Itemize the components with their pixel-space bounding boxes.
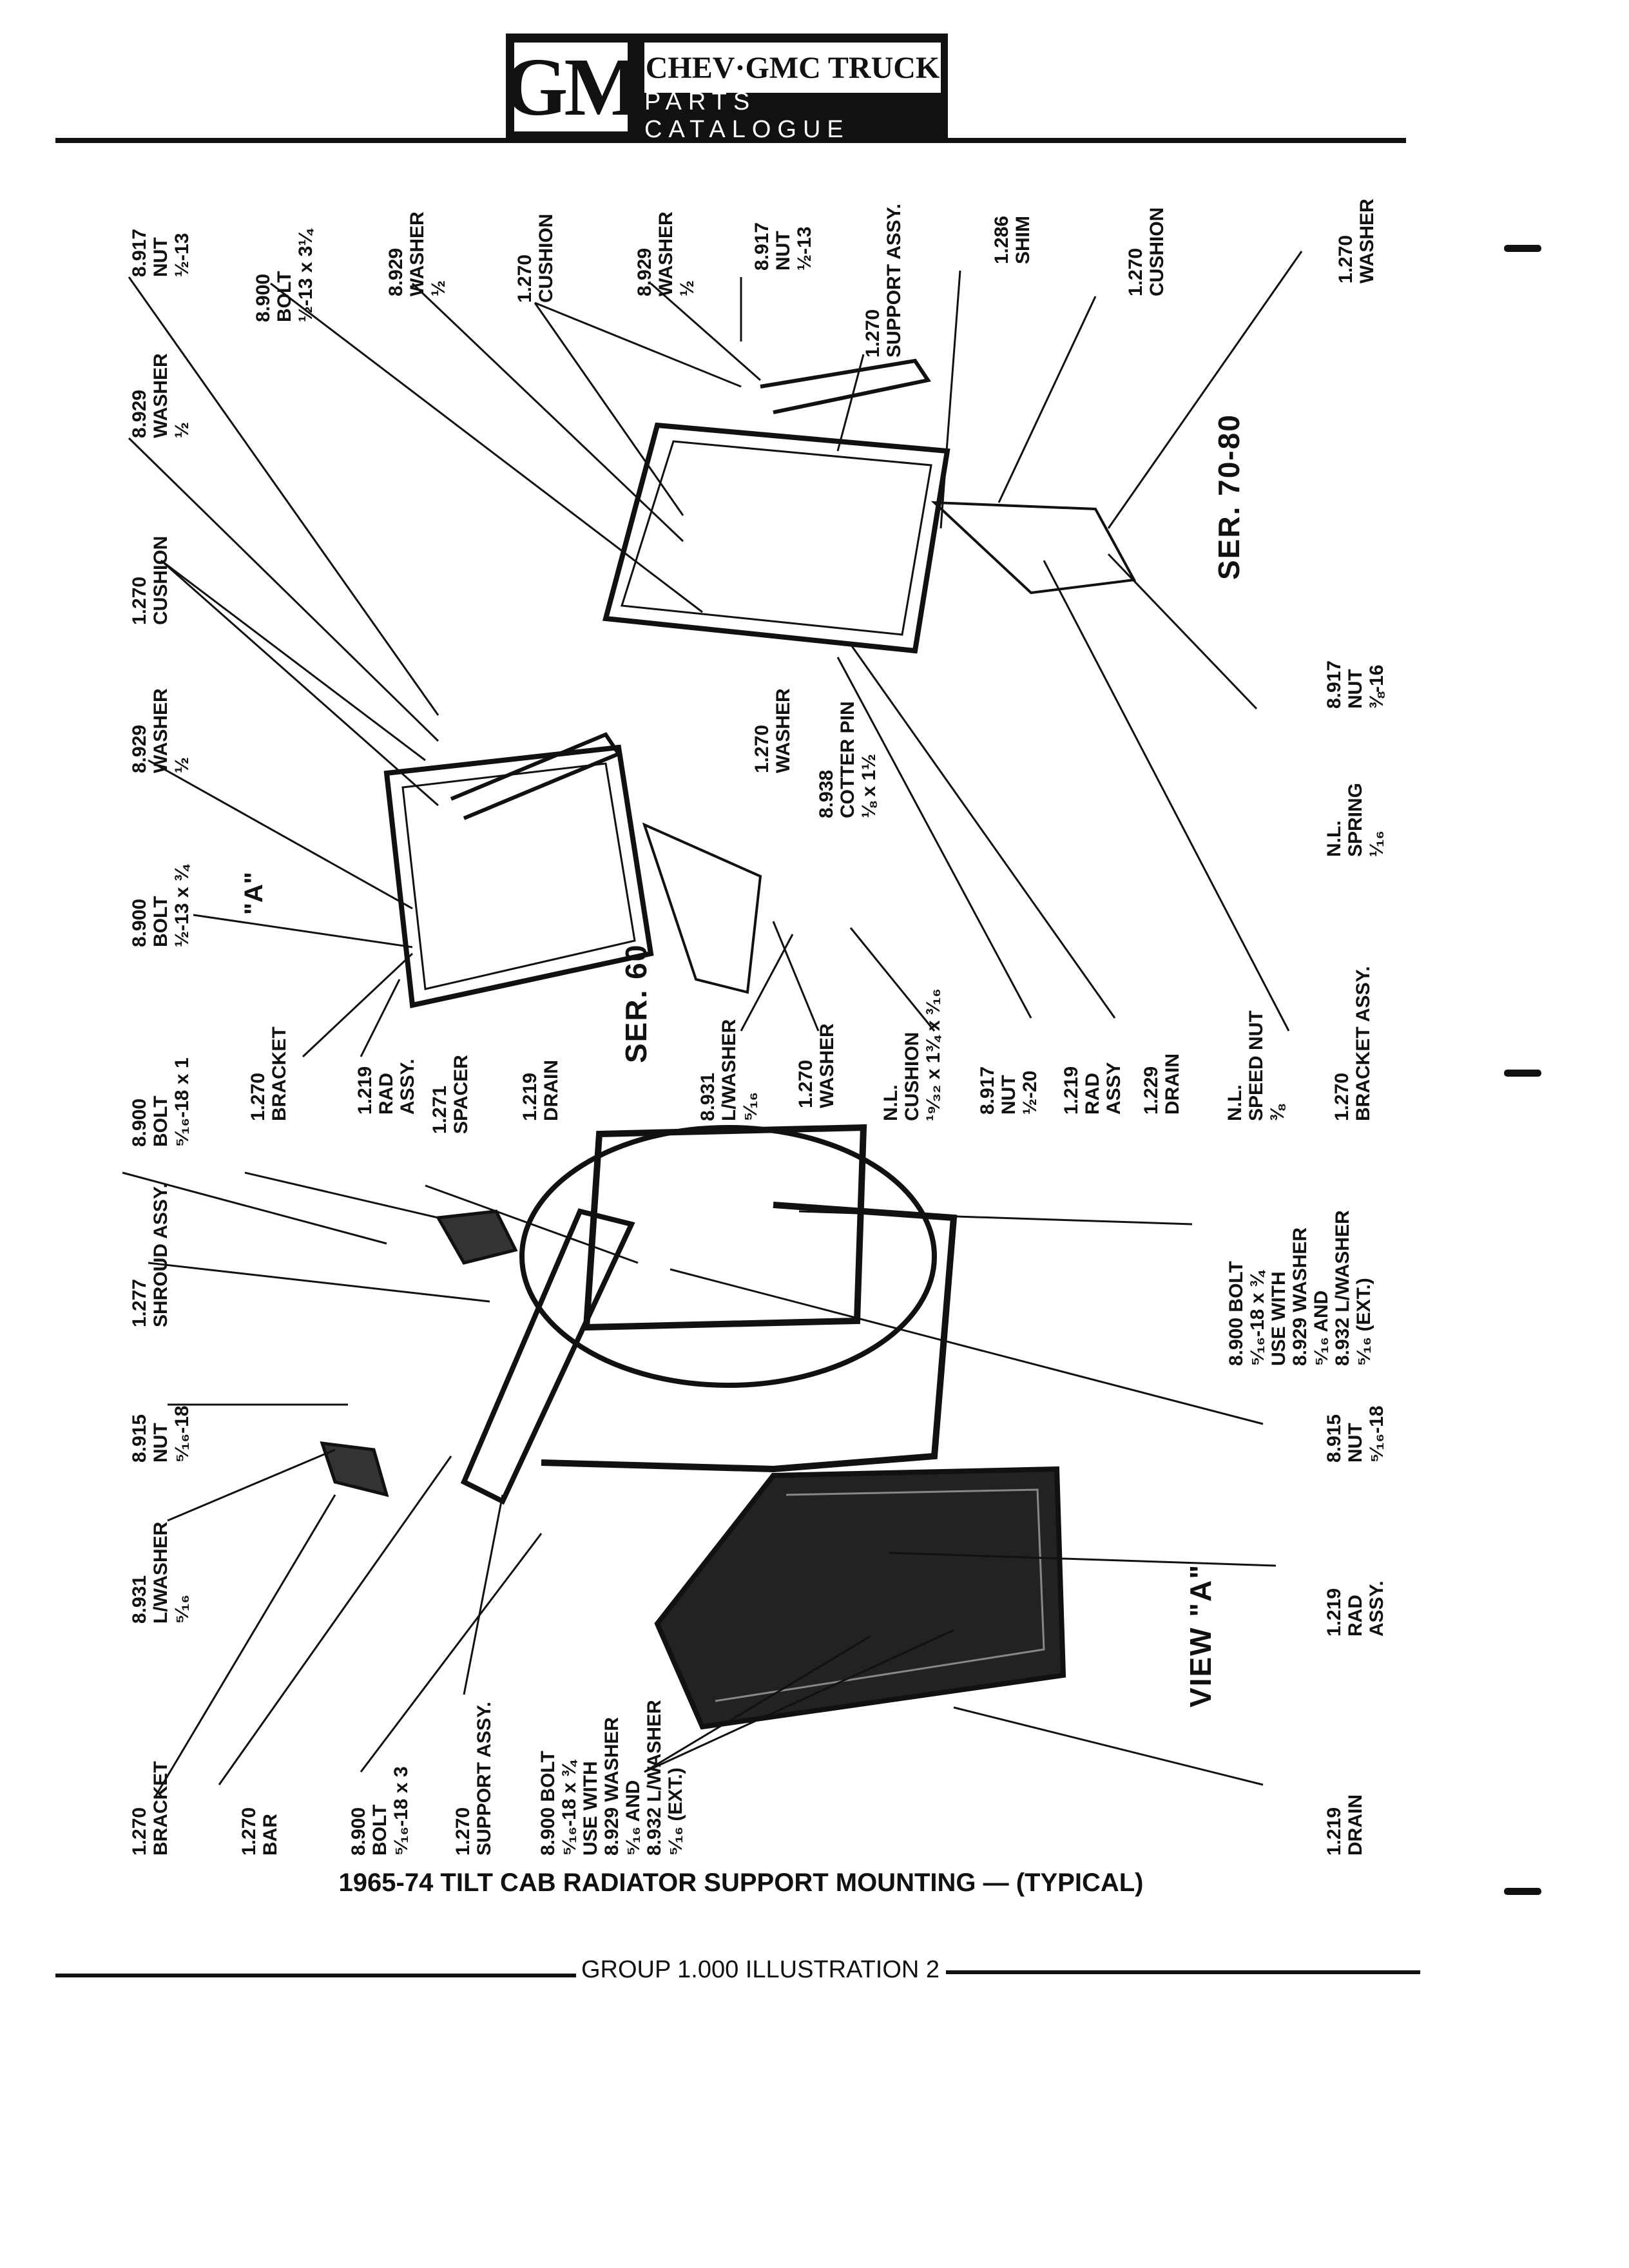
header-title-top: CHEV·GMC TRUCK (644, 43, 941, 93)
margin-mark (1504, 245, 1541, 252)
figure-caption: 1965-74 TILT CAB RADIATOR SUPPORT MOUNTI… (338, 1869, 1144, 1897)
support-bar (460, 1208, 635, 1505)
radiator-frame-ser-60 (383, 744, 654, 1008)
series-label-70-80: SER. 70-80 (1212, 414, 1246, 580)
label-view-a-marker: "A" (240, 872, 268, 915)
series-label-view-a: VIEW "A" (1184, 1563, 1217, 1707)
bracket-ser-60 (642, 822, 762, 994)
margin-mark (1504, 1070, 1541, 1077)
footer-group-illustration: GROUP 1.000 ILLUSTRATION 2 (581, 1956, 940, 1983)
radiator-frame-ser-70-80 (602, 422, 950, 654)
top-rule (55, 138, 1406, 143)
gm-logo: GM (504, 39, 642, 135)
radiator-view-a (654, 1466, 1066, 1730)
support-arm-ser-70-80 (760, 358, 931, 414)
shroud-ring (519, 1125, 937, 1388)
footer-rule-left (55, 1974, 576, 1977)
support-arm-ser-60 (450, 732, 622, 820)
margin-mark (1504, 1888, 1541, 1895)
bracket-piece-1 (435, 1209, 518, 1265)
footer-rule-right (946, 1970, 1420, 1974)
bracket-piece-2 (320, 1441, 389, 1497)
series-label-60: SER. 60 (619, 943, 653, 1063)
bracket-ser-70-80 (930, 501, 1137, 595)
